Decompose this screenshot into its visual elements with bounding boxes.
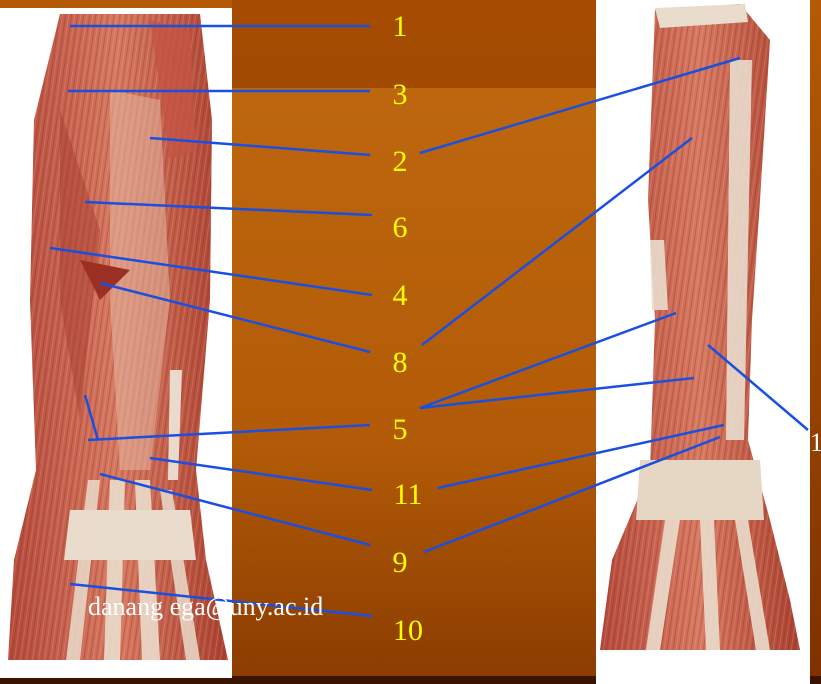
leader-line-8-right (422, 138, 692, 345)
leader-line-cut (708, 345, 808, 430)
label-10: 10 (393, 616, 423, 646)
leader-line-4 (50, 248, 372, 295)
leader-line-5-b (88, 425, 370, 440)
author-watermark: danang ega@uny.ac.id (88, 592, 323, 622)
leader-line-2-left (150, 138, 370, 155)
leader-line-6 (85, 202, 372, 215)
leader-line-11-right (438, 425, 724, 488)
label-5: 5 (393, 415, 408, 445)
label-8: 8 (393, 348, 408, 378)
leader-line-5-a (85, 395, 98, 440)
label-11: 11 (394, 480, 423, 510)
label-2: 2 (393, 147, 408, 177)
label-6: 6 (393, 213, 408, 243)
label-9: 9 (393, 548, 408, 578)
label-cut-off: 1 (810, 428, 821, 458)
label-3: 3 (393, 80, 408, 110)
leader-line-9-right (424, 437, 720, 552)
label-1: 1 (393, 12, 408, 42)
label-4: 4 (393, 281, 408, 311)
leader-line-11-left (150, 458, 372, 490)
leader-line-8-left (100, 283, 370, 352)
